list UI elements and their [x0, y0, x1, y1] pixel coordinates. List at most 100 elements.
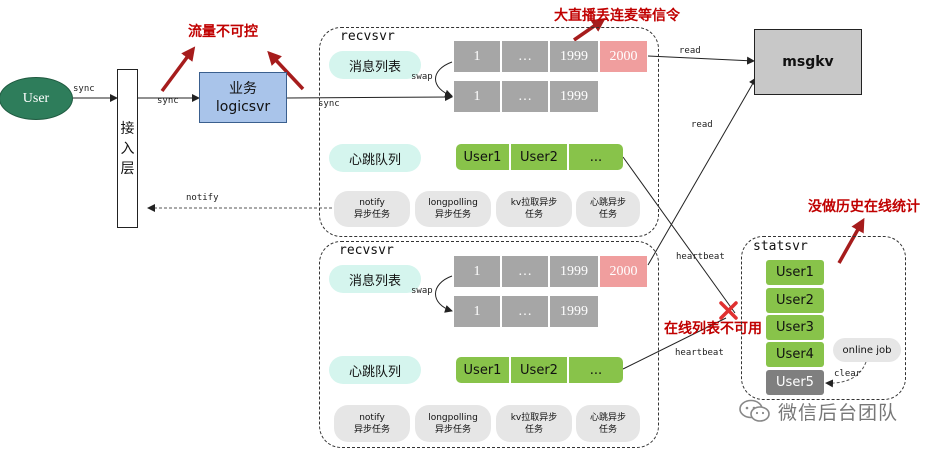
- statsvr-container: [741, 236, 906, 400]
- sync-label-user: sync: [73, 84, 95, 94]
- heartbeat-line-bottom: [622, 317, 727, 370]
- recvsvr-top-row2-cell-1: 1: [454, 81, 500, 112]
- recvsvr-top-row1-cell-1: 1: [454, 41, 500, 72]
- heartbeat-label-top: heartbeat: [676, 252, 725, 262]
- sync-label-access: sync: [157, 96, 179, 106]
- swap-label-top: swap: [411, 72, 433, 82]
- logicsvr-line2: logicsvr: [215, 98, 271, 115]
- red-arrow-history: [837, 217, 865, 264]
- statsvr-title: statsvr: [753, 239, 808, 254]
- heartbeat-line-top: [622, 156, 736, 314]
- recvsvr-top-user-2: User2: [511, 144, 567, 170]
- recvsvr-bottom-task-heartbeat[interactable]: 心跳异步 任务: [576, 405, 640, 442]
- recvsvr-top-task-kv[interactable]: kv拉取异步 任务: [496, 191, 572, 227]
- heartbeat-label-bottom: heartbeat: [675, 348, 724, 358]
- recvsvr-top-row2-cell-3: 1999: [550, 81, 598, 112]
- task-line1: notify: [359, 412, 385, 423]
- red-arrow-flow-right: [267, 50, 305, 91]
- recvsvr-bottom-row2-cell-3: 1999: [550, 296, 598, 327]
- sync-label-logicsvr: sync: [318, 99, 340, 109]
- statsvr-user-3: User3: [766, 315, 824, 340]
- wechat-icon: [739, 399, 770, 422]
- task-line2: 异步任务: [434, 210, 471, 220]
- recvsvr-top-row1-cell-4: 2000: [600, 41, 647, 72]
- sync-arrow-logicsvr: [286, 93, 453, 102]
- recvsvr-bottom-title: recvsvr: [339, 243, 394, 258]
- recvsvr-top-user-more: ...: [569, 144, 623, 170]
- recvsvr-bottom-heartbeat-queue[interactable]: 心跳队列: [329, 356, 421, 384]
- recvsvr-top-heartbeat-queue[interactable]: 心跳队列: [329, 144, 421, 172]
- recvsvr-top-msg-queue-label: 消息列表: [348, 59, 401, 75]
- task-line1: kv拉取异步: [510, 412, 558, 423]
- red-arrow-flow-left: [160, 46, 196, 93]
- task-line1: longpolling: [428, 412, 478, 423]
- statsvr-user-1: User1: [766, 260, 824, 285]
- recvsvr-bottom-user-2: User2: [511, 357, 567, 383]
- watermark-text: 微信后台团队: [778, 401, 899, 424]
- user-label: User: [22, 90, 50, 106]
- task-line1: longpolling: [428, 198, 478, 208]
- access-layer-char-1: 接: [120, 120, 135, 137]
- red-arrow-live: [573, 18, 606, 42]
- task-line1: kv拉取异步: [510, 198, 558, 208]
- access-layer-char-2: 入: [120, 140, 135, 157]
- statsvr-user-5: User5: [766, 370, 824, 395]
- swap-label-bottom: swap: [411, 286, 433, 296]
- recvsvr-top-heartbeat-queue-label: 心跳队列: [348, 152, 401, 168]
- user-node[interactable]: User: [0, 77, 73, 120]
- msgkv-box[interactable]: msgkv: [754, 29, 862, 95]
- recvsvr-bottom-row1-cell-4: 2000: [600, 256, 647, 287]
- clear-label: clear: [834, 369, 862, 379]
- recvsvr-top-title: recvsvr: [340, 29, 395, 44]
- recvsvr-bottom-msg-queue-label: 消息列表: [348, 273, 401, 289]
- recvsvr-bottom-user-more: ...: [569, 357, 623, 383]
- task-line2: 任务: [524, 210, 543, 220]
- recvsvr-bottom-row1-cell-1: 1: [454, 256, 500, 287]
- annotation-online-list: 在线列表不可用: [664, 321, 762, 337]
- task-line1: 心跳异步: [589, 412, 626, 423]
- recvsvr-top-task-longpolling[interactable]: longpolling 异步任务: [415, 191, 491, 227]
- read-arrow-top: [647, 55, 755, 65]
- read-label-top: read: [679, 46, 701, 56]
- online-job-pill[interactable]: online job: [833, 338, 901, 362]
- task-line2: 异步任务: [353, 424, 390, 435]
- read-label-bottom: read: [691, 120, 713, 130]
- recvsvr-bottom-user-1: User1: [456, 357, 509, 383]
- recvsvr-bottom-msg-queue[interactable]: 消息列表: [329, 265, 421, 293]
- recvsvr-bottom-row2-cell-2: …: [502, 296, 548, 327]
- task-line1: 心跳异步: [589, 198, 626, 208]
- recvsvr-bottom-task-notify[interactable]: notify 异步任务: [334, 405, 410, 442]
- failure-x-mark: [719, 301, 738, 320]
- recvsvr-top-task-heartbeat[interactable]: 心跳异步 任务: [576, 191, 640, 227]
- task-line2: 异步任务: [434, 424, 471, 435]
- recvsvr-bottom-container: [319, 241, 659, 448]
- recvsvr-top-row1-cell-2: …: [502, 41, 548, 72]
- statsvr-user-4: User4: [766, 342, 824, 367]
- annotation-flow: 流量不可控: [188, 24, 258, 40]
- read-arrow-bottom: [647, 77, 757, 266]
- watermark: 微信后台团队: [738, 398, 938, 424]
- task-line2: 任务: [598, 424, 617, 435]
- recvsvr-top-row1-cell-3: 1999: [550, 41, 598, 72]
- statsvr-user-2: User2: [766, 288, 824, 313]
- notify-label: notify: [186, 193, 219, 203]
- recvsvr-top-user-1: User1: [456, 144, 509, 170]
- recvsvr-bottom-row1-cell-3: 1999: [550, 256, 598, 287]
- online-job-label: online job: [842, 344, 892, 356]
- recvsvr-top-msg-queue[interactable]: 消息列表: [329, 51, 421, 79]
- access-layer-char-3: 层: [120, 160, 135, 177]
- task-line1: notify: [359, 198, 385, 208]
- annotation-live: 大直播丢连麦等信令: [554, 8, 680, 24]
- recvsvr-bottom-task-kv[interactable]: kv拉取异步 任务: [496, 405, 572, 442]
- logicsvr-box[interactable]: 业务 logicsvr: [199, 72, 287, 123]
- swap-curve-top: [435, 61, 453, 98]
- task-line2: 任务: [524, 424, 543, 435]
- recvsvr-bottom-task-longpolling[interactable]: longpolling 异步任务: [415, 405, 491, 442]
- annotation-history: 没做历史在线统计: [808, 199, 920, 215]
- access-layer-box[interactable]: 接 入 层: [117, 69, 138, 228]
- task-line2: 任务: [598, 210, 617, 220]
- recvsvr-top-task-notify[interactable]: notify 异步任务: [334, 191, 410, 227]
- msgkv-label: msgkv: [782, 54, 834, 70]
- recvsvr-bottom-row1-cell-2: …: [502, 256, 548, 287]
